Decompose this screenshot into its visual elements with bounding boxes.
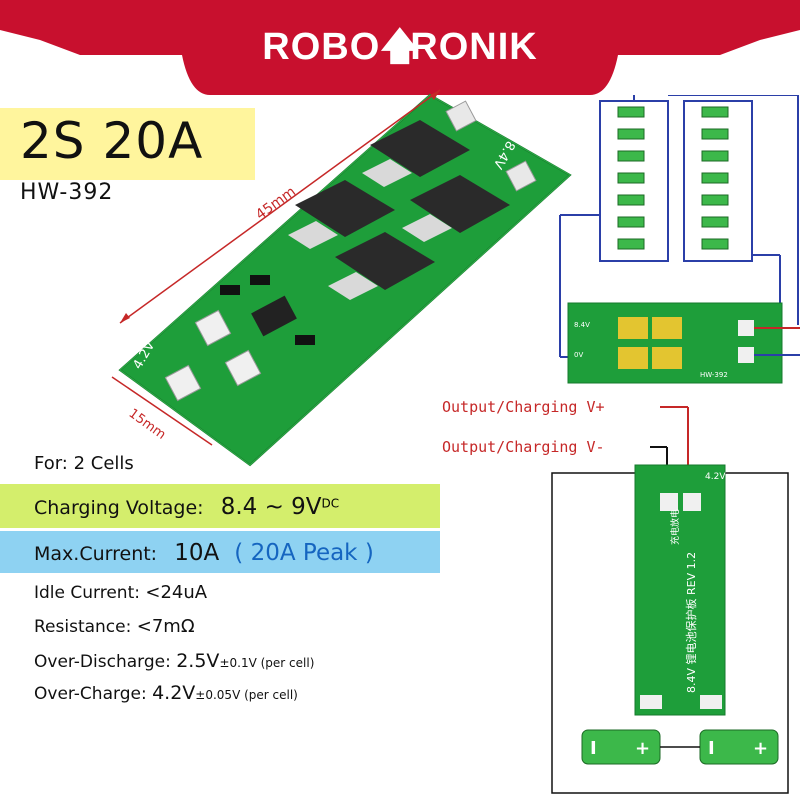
spec-oc-value: 4.2V xyxy=(152,682,196,704)
battery-pack-diagram: 8.4V 0V HW-392 xyxy=(559,95,800,384)
spec-oc-label: Over-Charge: xyxy=(34,684,153,704)
spec-od-value: 2.5V xyxy=(176,650,220,672)
spec-cells: For: 2 Cells xyxy=(34,453,134,474)
spec-charging-label: Charging Voltage: xyxy=(34,497,204,519)
product-model: HW-392 xyxy=(20,180,114,205)
bms-board-illustration: 4.2V 8.4V 45mm 15mm xyxy=(111,89,572,467)
spec-oc-tol: ±0.05V xyxy=(195,688,241,702)
spec-od-tol: ±0.1V xyxy=(219,656,257,670)
spec-charging: Charging Voltage: 8.4 ~ 9VDC xyxy=(34,494,339,520)
spec-resistance-label: Resistance: xyxy=(34,617,137,637)
spec-row-current xyxy=(0,531,440,573)
spec-over-charge: Over-Charge: 4.2V±0.05V (per cell) xyxy=(34,682,298,704)
mini-pad-zero: 0V xyxy=(574,351,583,359)
mini-pad-voltage: 8.4V xyxy=(574,321,590,329)
spec-current-value: 10A xyxy=(174,540,220,566)
spec-current-peak: ( 20A Peak ) xyxy=(234,540,374,566)
cell-2-minus: I xyxy=(708,738,715,759)
board-top-voltage: 4.2V xyxy=(705,472,726,482)
brand-right: RONIK xyxy=(410,26,538,68)
spec-charging-value: 8.4 ~ 9V xyxy=(220,494,322,520)
cell-2-plus: + xyxy=(753,738,768,759)
spec-row-charging xyxy=(0,484,440,528)
title-highlight xyxy=(0,108,255,180)
spec-current: Max.Current: 10A ( 20A Peak ) xyxy=(34,540,374,566)
spec-current-label: Max.Current: xyxy=(34,543,158,565)
spec-od-label: Over-Discharge: xyxy=(34,652,177,672)
spec-charging-unit: DC xyxy=(321,496,340,511)
two-cell-wiring-diagram: 4.2V 8.4V 锂电池保护板 REV 1.2 充电放电 I + I + xyxy=(551,406,789,794)
brand-logo: ROBO🡅RONIK xyxy=(0,18,800,83)
arrow-up-icon: 🡅 xyxy=(380,26,421,68)
spec-idle-value: <24uA xyxy=(145,582,208,603)
board-silkscreen-2: 充电放电 xyxy=(669,509,681,545)
brand-left: ROBO xyxy=(262,26,381,68)
spec-over-discharge: Over-Discharge: 2.5V±0.1V (per cell) xyxy=(34,650,314,672)
spec-resistance: Resistance: <7mΩ xyxy=(34,616,195,637)
spec-idle: Idle Current: <24uA xyxy=(34,582,207,603)
output-positive-label: Output/Charging V+ xyxy=(442,398,605,416)
mini-board-code: HW-392 xyxy=(700,371,728,379)
spec-oc-note: (per cell) xyxy=(240,688,298,702)
brand-banner xyxy=(0,0,800,95)
spec-od-note: (per cell) xyxy=(256,656,315,670)
board-silkscreen: 8.4V 锂电池保护板 REV 1.2 xyxy=(684,552,698,693)
spec-idle-label: Idle Current: xyxy=(34,583,146,603)
output-negative-label: Output/Charging V- xyxy=(442,438,605,456)
spec-resistance-value: <7mΩ xyxy=(136,616,195,637)
cell-1-plus: + xyxy=(635,738,650,759)
product-title: 2S 20A xyxy=(20,112,204,170)
cell-1-minus: I xyxy=(590,738,597,759)
